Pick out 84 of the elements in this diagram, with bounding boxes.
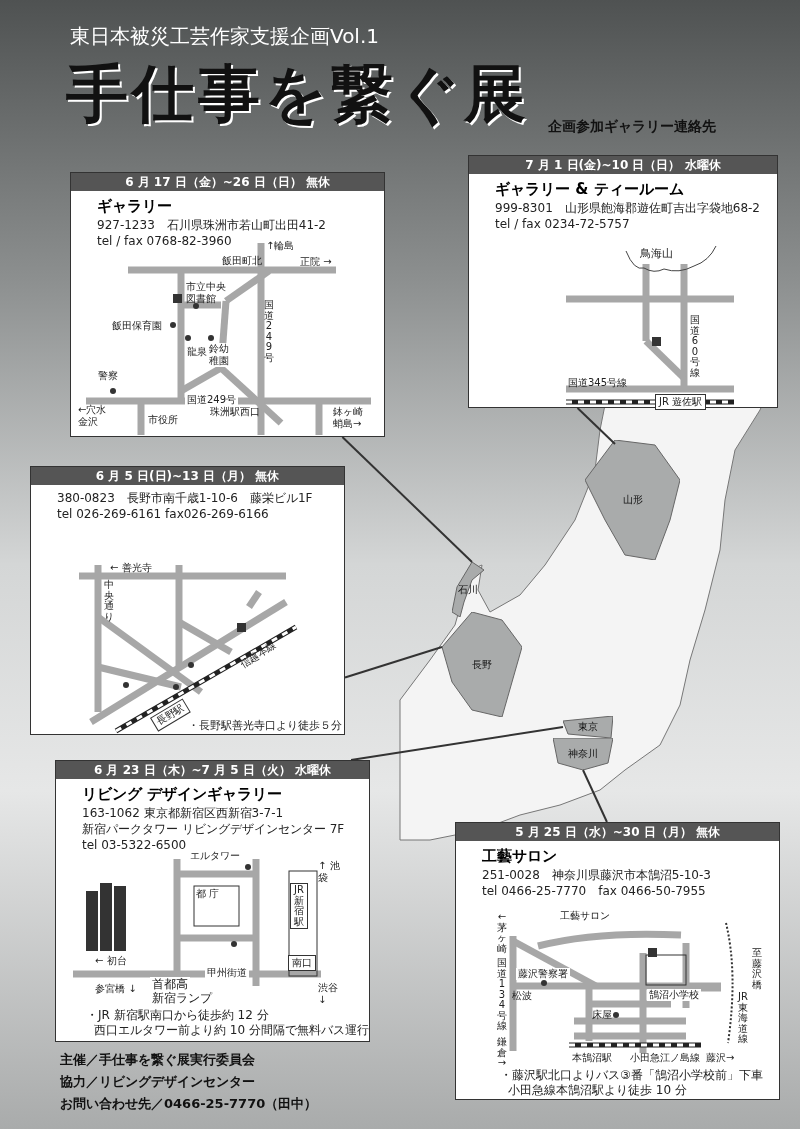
footer-credit: お問い合わせ先／0466-25-7770（田中） [60,1096,318,1112]
access-note: 西口エルタワー前より約 10 分間隔で無料バス運行 [94,1023,369,1038]
gallery-card [70,172,385,437]
map-label: 至藤沢橋 [752,948,762,990]
map-label: 警察 [98,370,118,382]
map-label: 国道249号 [185,394,239,406]
contact-line: 380-0823 長野市南千歳1-10-6 藤栄ビル1F [57,490,313,506]
contact-line: tel 026-269-6161 fax026-269-6166 [57,506,269,522]
map-label: 本鵠沼駅 [572,1052,612,1064]
contact-line: 251-0028 神奈川県藤沢市本鵠沼5-10-3 [482,867,711,883]
station-sign: JR新宿駅 [290,883,308,929]
map-label: 市役所 [148,414,178,426]
map-label: 珠洲駅西口 [210,406,260,418]
access-note: ・長野駅善光寺口より徒歩５分 [188,719,342,733]
map-label: 鵠沼小学校 [647,989,701,1001]
gallery-name: ギャラリー & ティールーム [495,179,684,200]
contact-line: tel / fax 0768-82-3960 [97,233,232,249]
map-label: 鈴幼稚園 [207,343,231,367]
contact-line: 999-8301 山形県飽海郡遊佐町吉出字袋地68-2 [495,200,760,216]
date-banner: 5 月 25 日（水）~30 日（月） 無休 [456,823,779,841]
section-heading: 企画参加ギャラリー連絡先 [548,118,716,135]
map-label: ← 善光寺 [110,562,152,574]
prefecture-label: 神奈川 [568,747,598,761]
date-banner: 6 月 23 日（木）~7 月 5 日（火） 水曜休 [56,761,369,779]
map-label: 飯田保育園 [112,320,162,332]
map-label: 都 庁 [196,888,220,900]
prefecture-label: 長野 [472,657,492,672]
map-label: 参宮橋 ↓ [95,983,137,995]
map-label: 甲州街道 [205,967,249,979]
map-label: ←穴水金沢 [78,404,108,428]
map-label: 鳥海山 [640,247,673,261]
map-label: 国道345号線 [568,377,628,389]
map-label: 飯田町北 [222,255,262,267]
map-label: 国道60号線 [690,315,700,378]
map-label: ↑ 池袋 [318,860,340,884]
map-label: 国道249号 [264,300,274,363]
station-sign: 南口 [288,955,316,971]
access-note: ・藤沢駅北口よりバス③番「鵠沼小学校前」下車 [500,1068,763,1083]
map-label: ↑輪島 [266,240,295,252]
map-label: 正院 → [300,256,332,268]
gallery-name: 工藝サロン [482,846,557,867]
contact-line: 927-1233 石川県珠洲市若山町出田41-2 [97,217,326,233]
station-sign: JR 遊佐駅 [655,394,707,410]
contact-line: tel 0466-25-7770 fax 0466-50-7955 [482,883,706,899]
footer-credit: 協力／リビングデザインセンター [60,1074,255,1090]
contact-line: tel / fax 0234-72-5757 [495,216,630,232]
contact-line: 新宿パークタワー リビングデザインセンター 7F [82,821,345,837]
gallery-card [30,466,345,735]
map-label: ← 初台 [95,955,127,967]
access-note: ・JR 新宿駅南口から徒歩約 12 分 [86,1008,269,1023]
map-label: 市立中央図書館 [186,281,226,305]
map-label: 藤沢→ [706,1052,735,1064]
map-label: 中央通り [104,580,114,622]
gallery-card [455,822,780,1100]
gallery-name: ギャラリー [97,196,172,217]
map-label: 渋谷 ↓ [318,982,338,1006]
gallery-name: リビング デザインギャラリー [82,784,283,805]
contact-line: 163-1062 東京都新宿区西新宿3-7-1 [82,805,284,821]
map-label: 鎌倉→ [497,1037,507,1069]
map-label: エルタワー [190,850,240,862]
map-label: 首都高 [150,977,190,992]
map-label: JR東海道線 [738,992,748,1045]
subtitle: 東日本被災工芸作家支援企画Vol.1 [70,24,379,48]
map-label: 新宿ランプ [150,991,214,1006]
date-banner: 6 月 17 日（金）~26 日（日） 無休 [71,173,384,191]
map-label: 工藝サロン [560,910,610,922]
map-label: 松波 [512,990,532,1002]
map-label: 龍泉 [187,346,207,358]
map-label: 床屋 [592,1009,612,1021]
map-label: 小田急江ノ島線 [630,1052,700,1064]
contact-line: tel 03-5322-6500 [82,837,187,853]
date-banner: 6 月 5 日(日)~13 日（月） 無休 [31,467,344,485]
prefecture-label: 山形 [622,493,643,507]
access-note: 小田急線本鵠沼駅より徒歩 10 分 [508,1083,687,1098]
poster-title: 手仕事を繋ぐ展 [66,56,530,132]
map-label: 鉢ヶ崎蛸島→ [333,406,364,430]
map-label: 国道134号線 [497,958,507,1032]
prefecture-label: 東京 [578,720,598,734]
gallery-card [468,155,778,408]
prefecture-label: 石川 [458,582,478,597]
date-banner: 7 月 1 日(金)~10 日（日） 水曜休 [469,156,777,174]
map-label: ←茅ヶ崎 [497,912,507,954]
gallery-card [55,760,370,1042]
map-label: 藤沢警察署 [516,968,570,980]
